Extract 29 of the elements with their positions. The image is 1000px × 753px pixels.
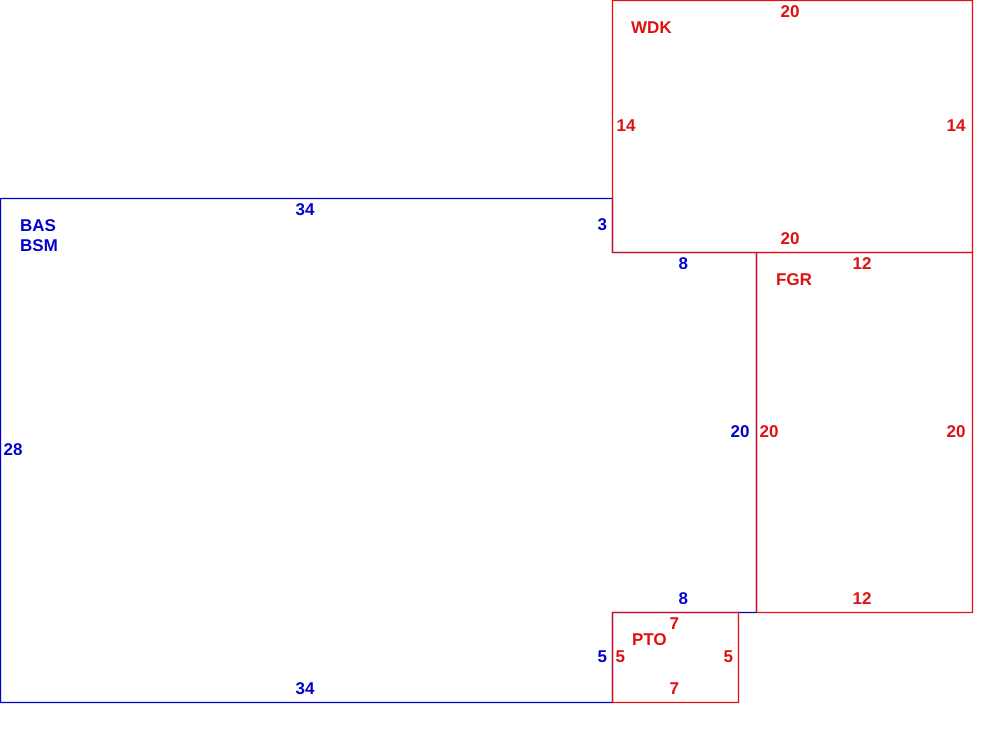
dimension-label: 20 xyxy=(780,2,800,22)
dimension-label: 14 xyxy=(946,116,966,136)
dimension-label: 12 xyxy=(852,589,872,609)
dimension-label: 20 xyxy=(780,229,800,249)
dimension-label: 3 xyxy=(598,215,607,235)
dimension-label: 8 xyxy=(678,254,688,274)
room-name: FGR xyxy=(776,270,812,290)
dimension-label: 12 xyxy=(852,254,872,274)
dimension-label: 34 xyxy=(296,679,314,699)
dimension-label: 8 xyxy=(678,589,688,609)
dimension-label: 5 xyxy=(724,647,733,667)
room-name: PTO xyxy=(632,630,667,650)
dimension-label: 14 xyxy=(616,116,636,136)
room-name: WDK xyxy=(631,18,672,38)
dimension-label: 7 xyxy=(670,614,679,634)
room xyxy=(612,612,739,703)
room-name: BAS xyxy=(20,216,56,236)
dimension-label: 5 xyxy=(598,647,607,667)
room xyxy=(0,198,757,703)
room xyxy=(756,252,973,613)
room xyxy=(612,0,973,253)
dimension-label: 28 xyxy=(4,440,22,460)
dimension-label: 7 xyxy=(670,679,679,699)
dimension-label: 20 xyxy=(730,422,750,442)
dimension-label: 20 xyxy=(760,422,778,442)
dimension-label: 20 xyxy=(946,422,966,442)
dimension-label: 34 xyxy=(296,200,314,220)
dimension-label: 5 xyxy=(616,647,625,667)
room-name: BSM xyxy=(20,236,58,256)
